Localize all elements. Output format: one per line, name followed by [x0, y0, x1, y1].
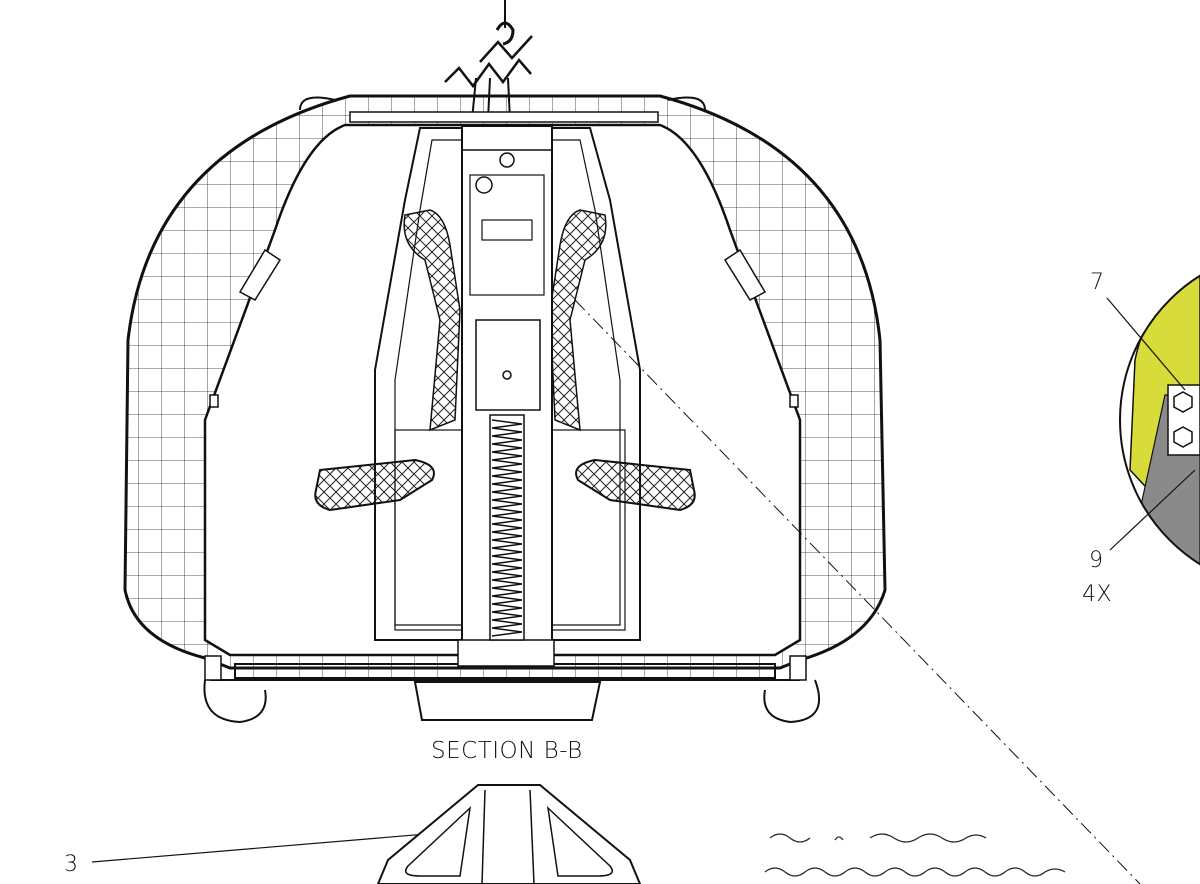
armrests	[314, 458, 696, 512]
callout-9: 9	[1089, 548, 1104, 573]
note-artifact	[764, 833, 1066, 877]
bottom-partial-view	[376, 784, 642, 884]
section-cut-line	[574, 299, 1141, 884]
leader-line-7	[1106, 297, 1186, 391]
callout-7: 7	[1090, 270, 1105, 295]
leader-line-9	[1109, 469, 1196, 551]
section-label: SECTION B-B	[431, 738, 583, 764]
central-column	[457, 125, 555, 667]
detail-boundary	[1119, 274, 1200, 566]
callout-3: 3	[64, 852, 79, 877]
callout-9-quantity: 4X	[1082, 582, 1113, 607]
